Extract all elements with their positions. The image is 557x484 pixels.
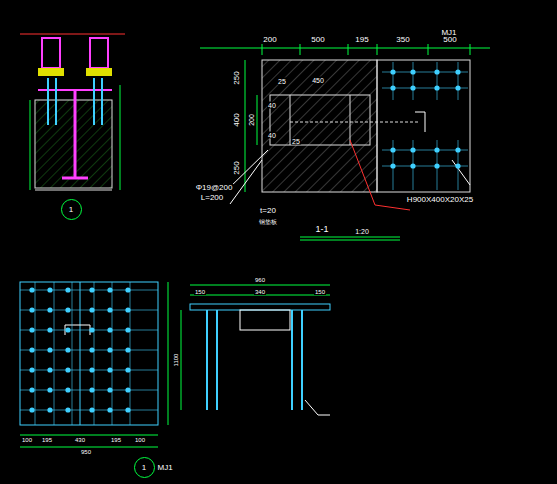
dimension-text: 430: [74, 437, 86, 443]
dimension-text: 250: [233, 70, 241, 85]
dimension-text: 25: [277, 78, 287, 85]
dimension-text: 195: [110, 437, 122, 443]
dimension-text: 1:20: [354, 228, 370, 235]
dimension-text: 钢垫板: [258, 219, 278, 225]
dimension-text: L=200: [200, 194, 224, 202]
dimension-text: 450: [311, 77, 325, 84]
dimension-text: Φ19@200: [195, 184, 234, 192]
dimension-text: t=20: [259, 207, 277, 215]
dimension-text: 350: [395, 36, 410, 44]
dimension-text: 1-1: [314, 225, 329, 234]
dimension-text: 500: [310, 36, 325, 44]
dimension-text: 250: [233, 160, 241, 175]
dimension-text: 100: [21, 437, 33, 443]
dimension-text: 195: [41, 437, 53, 443]
dimension-text: 400: [233, 112, 241, 127]
callout-number: 1: [134, 457, 155, 478]
dimension-text: 150: [314, 289, 326, 295]
dimension-text: 100: [134, 437, 146, 443]
dimension-text: 1100: [173, 353, 179, 368]
view-callout: 1: [61, 199, 82, 220]
plate-view: [20, 282, 168, 447]
dimension-text: 25: [291, 138, 301, 145]
dimension-text: 40: [267, 132, 277, 139]
dimension-text: 960: [254, 277, 266, 283]
dimension-text: 200: [248, 113, 255, 127]
dimension-text: 40: [267, 102, 277, 109]
dimension-text: 150: [194, 289, 206, 295]
plan-view: [200, 44, 490, 240]
section-view: [181, 285, 330, 415]
column-elevation: [20, 34, 125, 190]
view-callout: 1MJ1: [134, 457, 173, 478]
dimension-text: 200: [262, 36, 277, 44]
view-name: MJ1: [158, 463, 173, 472]
dimension-text: H900X400X20X25: [406, 196, 474, 204]
stud-grid: [20, 62, 468, 425]
dimension-text: 195: [354, 36, 369, 44]
dimension-text: 340: [254, 289, 266, 295]
callout-number: 1: [61, 199, 82, 220]
dimension-text: 500: [442, 36, 457, 44]
dimension-text: 950: [80, 449, 92, 455]
